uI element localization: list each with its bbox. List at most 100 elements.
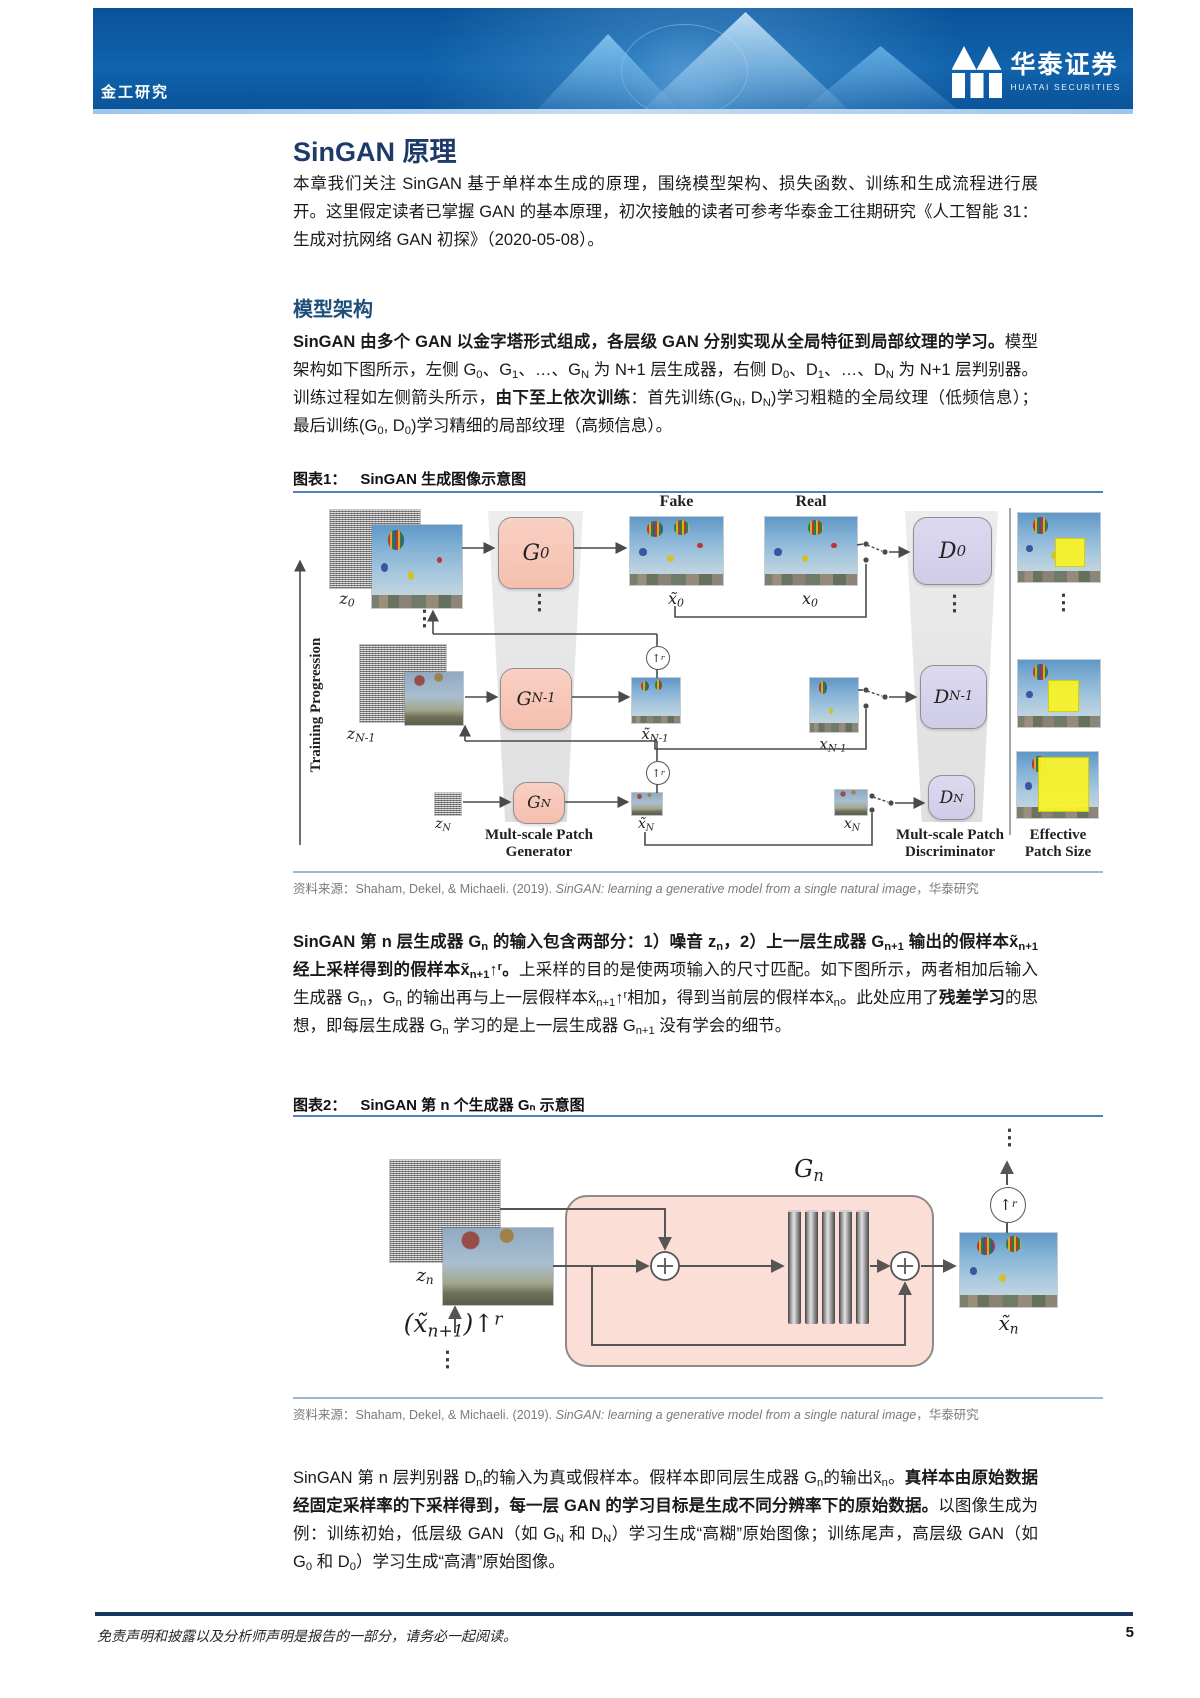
brand-name: 华泰证券 xyxy=(1010,52,1119,80)
ellipsis-output xyxy=(999,1127,1020,1148)
figure2-bottom-rule xyxy=(293,1397,1103,1399)
source-reference: SinGAN: learning a generative model from… xyxy=(555,1408,917,1422)
generator-column-label-line1: Mult-scale Patch xyxy=(485,827,593,843)
huatai-logo-icon xyxy=(951,46,1002,98)
conv-layer-bar xyxy=(788,1210,801,1324)
source-reference: SinGAN: learning a generative model from… xyxy=(555,882,917,896)
effective-patch-label: Effective Patch Size xyxy=(988,827,1128,861)
upsampled-input-image xyxy=(443,1228,553,1305)
label-real: Real xyxy=(795,493,827,510)
label-output-xn: x̃n xyxy=(998,1311,1019,1338)
label-fake-x0: x̃0 xyxy=(668,589,684,610)
label-z0: z0 xyxy=(339,589,355,610)
effective-patch-label-line2: Patch Size xyxy=(1024,844,1092,860)
source-suffix: ，华泰研究 xyxy=(916,1408,979,1422)
footer-rule xyxy=(95,1612,1133,1616)
label-real-xN: xN xyxy=(843,816,861,834)
footer-disclaimer: 免责声明和披露以及分析师声明是报告的一部分，请务必一起阅读。 xyxy=(97,1630,517,1645)
label-fake: Fake xyxy=(659,493,694,510)
figure2-caption-rule xyxy=(293,1115,1103,1117)
figure2-caption-number: 图表2： xyxy=(293,1097,347,1114)
real-sample-image-xN xyxy=(835,790,867,815)
ellipsis-generator-column xyxy=(529,592,550,613)
real-sample-image-xN-1 xyxy=(810,678,858,732)
discriminator-column-label-line1: Mult-scale Patch xyxy=(896,827,1004,843)
label-zn: zn xyxy=(416,1265,434,1288)
input-image-levelN-1 xyxy=(405,672,463,725)
label-fake-xN-1: x̃N-1 xyxy=(641,725,669,745)
brand-name-en: HUATAI SECURITIES xyxy=(1010,81,1121,92)
model-architecture-paragraph: SinGAN 由多个 GAN 以金字塔形式组成，各层级 GAN 分别实现从全局特… xyxy=(293,333,1039,437)
discriminator-column-label: Mult-scale Patch Discriminator xyxy=(880,827,1020,861)
source-text: Shaham, Dekel, & Michaeli. (2019). xyxy=(355,1408,556,1422)
header-banner: 金工研究 华泰证券 HUATAI SECURITIES xyxy=(93,8,1133,114)
real-sample-image-x0 xyxy=(765,517,857,585)
noise-image-zN xyxy=(435,793,461,815)
training-progression-axis-label: Training Progression xyxy=(308,637,324,773)
label-real-x0: x0 xyxy=(802,589,818,610)
figure2-diagram: Gn zn (x̃n+1)↑r x̃n ↑r xyxy=(293,1085,1103,1395)
conv-layer-bar xyxy=(805,1210,818,1324)
ellipsis-discriminator-column xyxy=(944,593,965,614)
ellipsis-patch-column xyxy=(1053,592,1074,613)
label-input-xn1: (x̃n+1)↑r xyxy=(403,1309,503,1342)
input-image-level0 xyxy=(372,525,462,608)
figure2-caption: 图表2： SinGAN 第 n 个生成器 Gₙ 示意图 xyxy=(293,1094,585,1115)
source-prefix: 资料来源： xyxy=(293,882,356,896)
conv-layer-bar xyxy=(822,1210,835,1324)
output-image-xn xyxy=(960,1233,1057,1307)
label-gn: Gn xyxy=(794,1155,824,1186)
conv-layer-bar xyxy=(839,1210,852,1324)
section-heading: 模型架构 xyxy=(293,299,373,321)
source-prefix: 资料来源： xyxy=(293,1408,356,1422)
patch-size-image-levelN xyxy=(1017,752,1098,818)
figure1-source: 资料来源：Shaham, Dekel, & Michaeli. (2019). … xyxy=(293,878,1103,897)
source-text: Shaham, Dekel, & Michaeli. (2019). xyxy=(355,882,556,896)
effective-patch-square xyxy=(1048,680,1079,712)
ellipsis-input xyxy=(437,1349,458,1370)
fake-sample-image-xN-1 xyxy=(632,678,680,723)
upsample-icon: ↑r xyxy=(990,1187,1026,1223)
label-real-xN-1: xN-1 xyxy=(819,735,847,755)
page-number: 5 xyxy=(1125,1624,1134,1641)
generator-gn-frame xyxy=(565,1195,934,1367)
figure1-caption: 图表1： SinGAN 生成图像示意图 xyxy=(293,468,526,489)
intro-paragraph: 本章我们关注 SinGAN 基于单样本生成的原理，围绕模型架构、损失函数、训练和… xyxy=(293,175,1038,249)
figure1-diagram: z0 G0 Fake Real x̃0 x0 D0 ↑r zN-1 GN-1 x… xyxy=(293,490,1103,875)
upsample-icon: ↑r xyxy=(646,761,670,785)
real-fake-switch-rowN xyxy=(869,793,894,813)
figure1-bottom-rule xyxy=(293,871,1103,873)
discriminator-column-label-line2: Discriminator xyxy=(905,844,995,860)
label-zN: zN xyxy=(435,816,451,834)
label-zN-1: zN-1 xyxy=(346,724,376,745)
label-fake-xN: x̃N xyxy=(637,816,655,834)
source-suffix: ，华泰研究 xyxy=(916,882,979,896)
figure1-caption-title: SinGAN 生成图像示意图 xyxy=(360,471,527,488)
patch-size-image-levelN-1 xyxy=(1018,660,1100,727)
figure2-source: 资料来源：Shaham, Dekel, & Michaeli. (2019). … xyxy=(293,1404,1103,1423)
upsample-icon: ↑r xyxy=(646,646,670,670)
page-title: SinGAN 原理 xyxy=(293,137,457,167)
discriminator-paragraph: SinGAN 第 n 层判别器 Dn的输入为真或假样本。假样本即同层生成器 Gn… xyxy=(293,1469,1039,1573)
effective-patch-square xyxy=(1038,757,1089,812)
brand-logo: 华泰证券 HUATAI SECURITIES xyxy=(951,46,1121,98)
effective-patch-square xyxy=(1055,538,1085,567)
effective-patch-label-line1: Effective xyxy=(1029,827,1087,843)
figure2-caption-title: SinGAN 第 n 个生成器 Gₙ 示意图 xyxy=(360,1097,585,1114)
mountain-graphic-icon xyxy=(798,46,963,114)
generator-column-label: Mult-scale Patch Generator xyxy=(469,827,609,861)
fake-sample-image-xN xyxy=(632,793,662,815)
figure1-caption-number: 图表1： xyxy=(293,471,347,488)
real-fake-switch-row0 xyxy=(863,541,888,563)
report-category: 金工研究 xyxy=(101,84,170,101)
generator-paragraph: SinGAN 第 n 层生成器 Gn 的输入包含两部分：1）噪音 zn，2）上一… xyxy=(293,933,1039,1037)
figure1-caption-rule xyxy=(293,491,1103,493)
ellipsis-input-column xyxy=(414,608,435,629)
